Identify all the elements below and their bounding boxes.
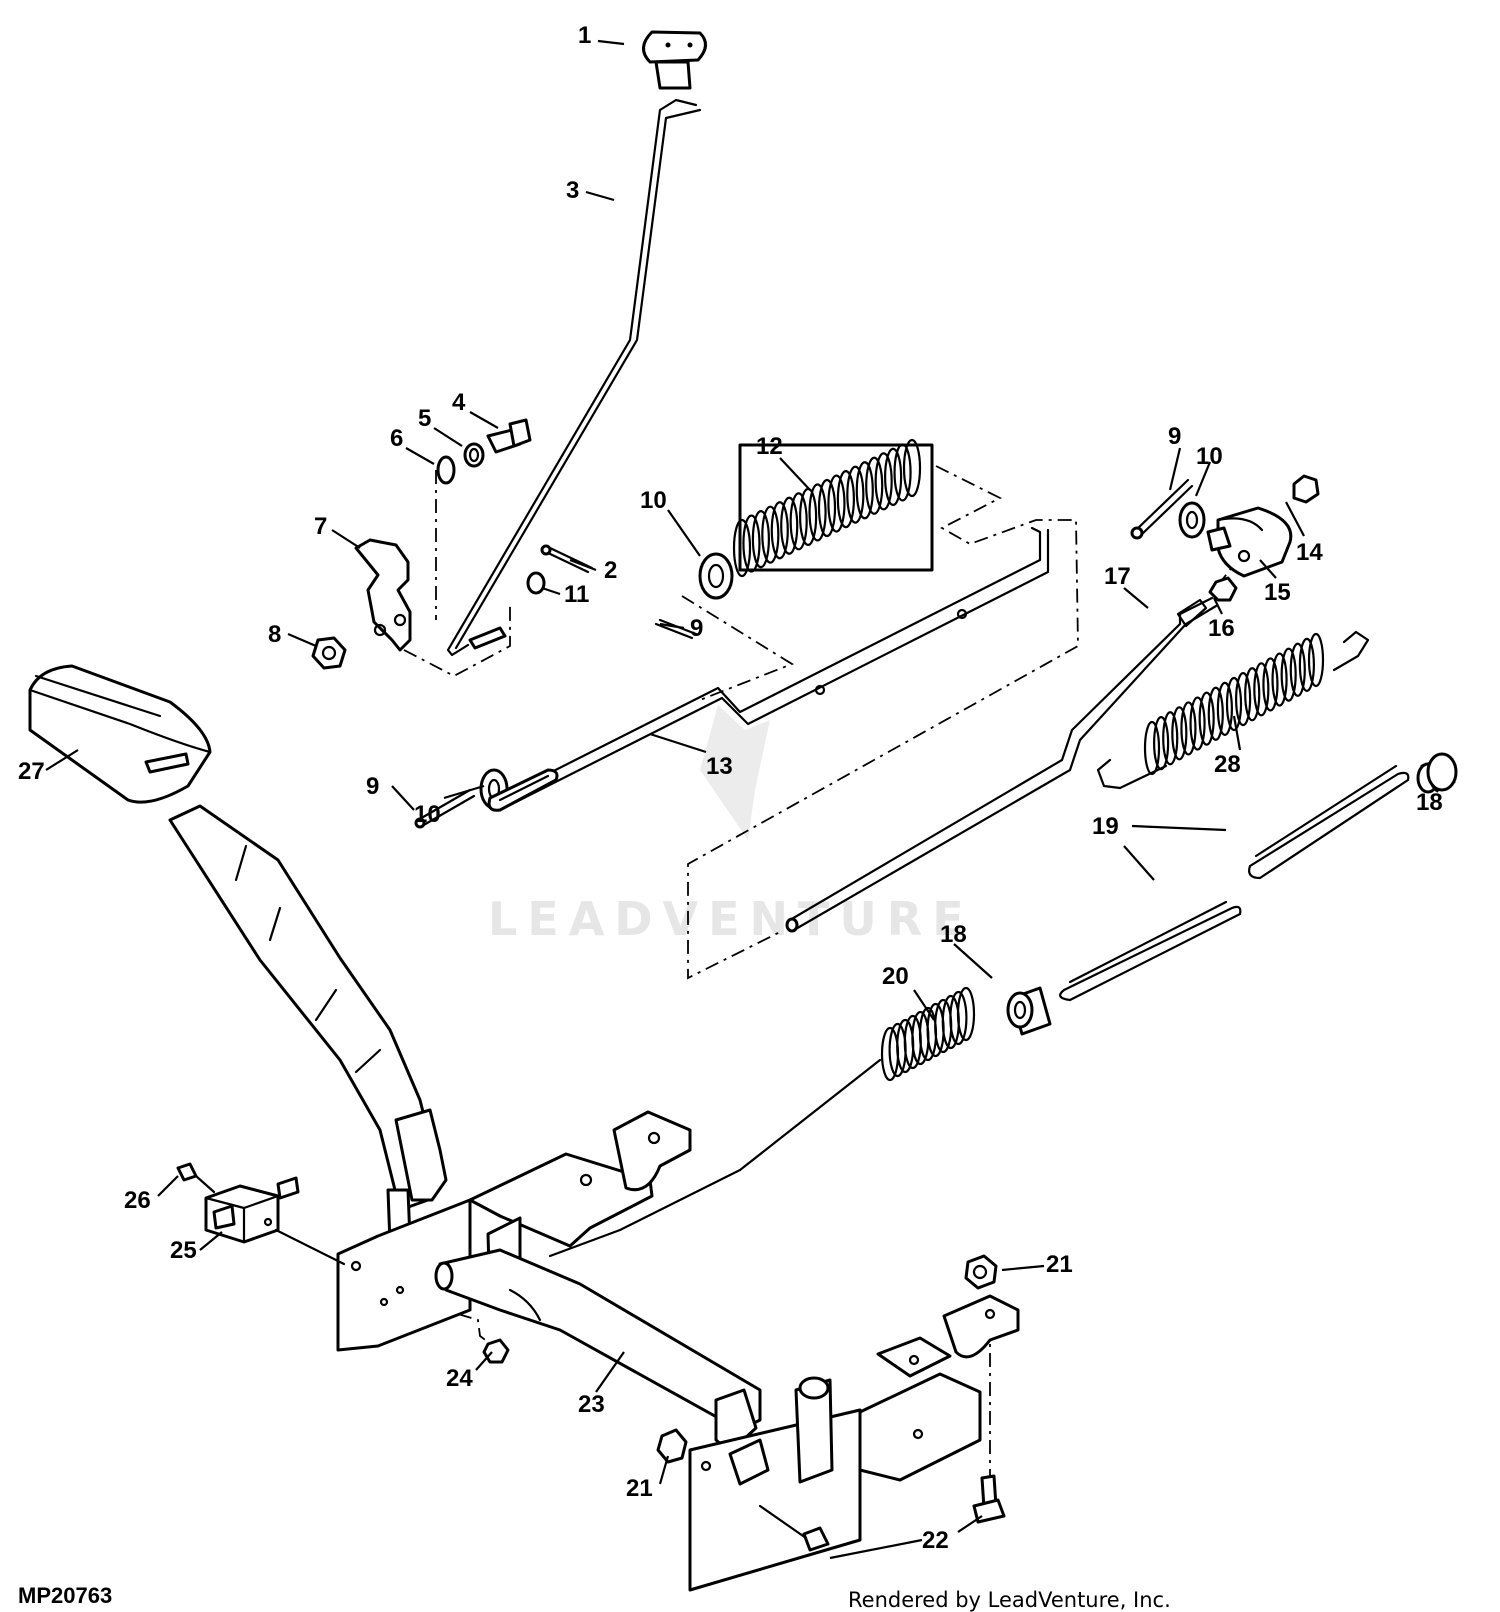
callout-2: 2 (604, 557, 617, 584)
callout-16: 16 (1208, 615, 1235, 642)
callout-10b: 10 (414, 801, 441, 828)
callout-labels: 1 3 4 5 6 7 8 2 11 10 12 9 9 10 13 27 9 … (18, 22, 1443, 1554)
part-spring-20 (880, 986, 976, 1082)
callout-22: 22 (922, 1527, 949, 1554)
part-cotter-pin-2 (540, 544, 594, 574)
part-switch (204, 1176, 300, 1244)
part-pivot-block (1206, 506, 1293, 578)
part-nut-16 (1208, 576, 1238, 602)
callout-23: 23 (578, 1391, 605, 1418)
part-lift-rod (446, 98, 702, 657)
part-nut-14 (1292, 474, 1320, 504)
callout-5: 5 (418, 405, 431, 432)
part-spring-28 (1096, 630, 1370, 790)
part-pedal-arm (168, 804, 448, 1246)
part-washer-11 (526, 571, 546, 595)
watermark: LEADVENTURE (488, 705, 974, 946)
callout-27: 27 (18, 758, 45, 785)
callout-26: 26 (124, 1187, 151, 1214)
part-lower-bracket (688, 1294, 1020, 1592)
callout-9a: 9 (690, 615, 703, 642)
part-cotter-pin-9b (414, 788, 476, 829)
part-washer-6 (436, 455, 456, 485)
part-bracket (354, 538, 412, 652)
callout-25: 25 (170, 1237, 197, 1264)
part-washer-10c (1178, 501, 1206, 539)
part-knob (642, 30, 707, 90)
part-bolt-22a (972, 1474, 1006, 1524)
callout-9c: 9 (1168, 423, 1181, 450)
callout-24: 24 (446, 1365, 473, 1392)
callout-21b: 21 (626, 1475, 653, 1502)
callout-13: 13 (706, 753, 733, 780)
callout-6: 6 (390, 425, 403, 452)
callout-19: 19 (1092, 813, 1119, 840)
part-link-19b (1059, 900, 1242, 1002)
part-nut-21b (656, 1428, 688, 1464)
part-bushing-18a (1416, 752, 1458, 794)
callout-21a: 21 (1046, 1251, 1073, 1278)
part-nut-8 (311, 636, 347, 670)
part-bushing (463, 442, 485, 468)
part-rod-17 (785, 596, 1218, 933)
part-screw-26 (176, 1162, 216, 1194)
part-pedal-pad (28, 664, 212, 804)
callout-4: 4 (452, 389, 466, 416)
callout-8: 8 (268, 621, 281, 648)
part-bushing-18b (1006, 986, 1052, 1036)
credit-line: Rendered by LeadVenture, Inc. (848, 1588, 1171, 1612)
callout-10c: 10 (1196, 443, 1223, 470)
callout-7: 7 (314, 513, 327, 540)
part-cross-shaft (434, 1248, 762, 1454)
callout-12: 12 (756, 433, 783, 460)
part-linkage-rod (487, 526, 1050, 812)
callout-14: 14 (1296, 539, 1323, 566)
part-link-19a (1248, 764, 1410, 880)
part-bolt-22b (758, 1504, 830, 1552)
callout-18a: 18 (1416, 789, 1443, 816)
callout-28: 28 (1214, 751, 1241, 778)
callout-18b: 18 (940, 921, 967, 948)
callout-20: 20 (882, 963, 909, 990)
callout-17: 17 (1104, 563, 1131, 590)
part-spring-12 (732, 438, 934, 578)
switch-wire (274, 1228, 346, 1266)
watermark-text: LEADVENTURE (488, 892, 974, 946)
leader-lines (45, 39, 1439, 1560)
callout-10a: 10 (640, 487, 667, 514)
part-washer-10a (698, 552, 734, 600)
callout-1: 1 (578, 22, 591, 49)
callout-3: 3 (566, 177, 579, 204)
callout-15: 15 (1264, 579, 1291, 606)
callout-9b: 9 (366, 773, 379, 800)
part-nut-21a (964, 1254, 998, 1290)
part-bolt (486, 418, 532, 454)
callout-11: 11 (564, 581, 589, 608)
part-nut-24 (482, 1338, 510, 1364)
figure-id: MP20763 (18, 1583, 113, 1608)
part-cotter-pin-9c (1130, 478, 1194, 540)
